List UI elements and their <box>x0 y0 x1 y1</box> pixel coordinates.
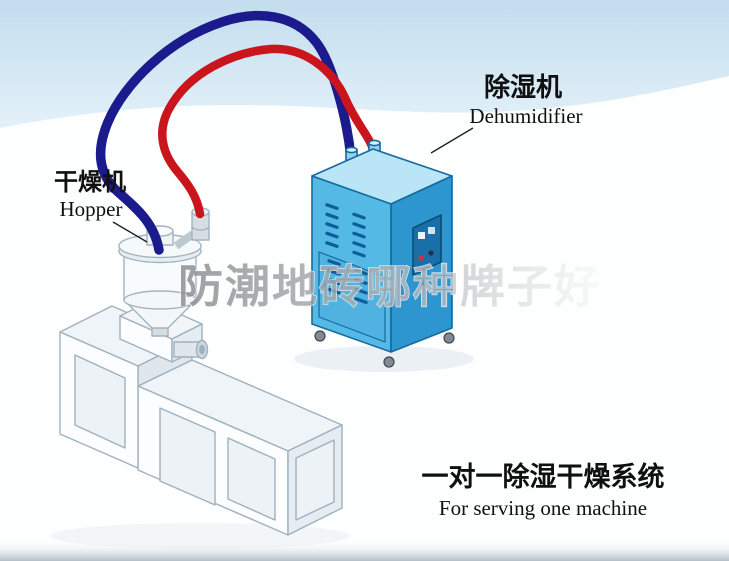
vent-slot <box>325 212 339 220</box>
vent-slot <box>352 241 366 248</box>
vent-slot <box>327 259 341 266</box>
watermark-text: 防潮地砖哪种牌子好 <box>178 261 601 312</box>
caption-en: For serving one machine <box>439 496 647 520</box>
vent-slot <box>325 222 339 229</box>
machine-door-panel <box>295 439 335 521</box>
dehumidifier-label-pointer-line <box>430 127 474 154</box>
filter-elbow-pipe <box>173 230 196 250</box>
vent-slot <box>352 222 366 229</box>
dryer-label-pointer-line <box>112 221 148 243</box>
return-air-pipe <box>158 44 379 219</box>
barrel-nozzle <box>199 344 205 355</box>
dehumidifier-shadow <box>294 346 474 372</box>
vent-slot <box>352 250 366 258</box>
return-pipe-fitting-top <box>368 139 381 147</box>
machine-door-panel <box>159 407 216 506</box>
control-button <box>418 255 424 261</box>
vent-slot <box>354 268 368 276</box>
vent-slot <box>325 231 339 239</box>
dehumidifier-label-en: Dehumidifier <box>469 104 582 128</box>
vent-slot <box>327 268 341 276</box>
machine-door-panel <box>74 354 126 449</box>
vent-slot <box>327 278 341 285</box>
dehumidifier <box>311 139 455 368</box>
caption-cn: 一对一除湿干燥系统 <box>422 461 665 492</box>
hopper-body-bottom <box>123 290 197 310</box>
vent-slot <box>352 212 366 220</box>
control-button <box>428 250 434 256</box>
dehumidifier-door-panel <box>318 251 386 343</box>
caster-wheel <box>443 332 455 344</box>
casters <box>314 330 455 368</box>
vent-slot <box>352 231 366 239</box>
caster-wheel <box>383 356 395 368</box>
display-window <box>428 227 435 234</box>
vent-slot <box>354 297 368 304</box>
vent-slot-group <box>325 203 368 304</box>
caster-wheel <box>314 330 326 342</box>
vent-slot <box>327 287 341 295</box>
dehumidifier-label-cn: 除湿机 <box>484 72 562 102</box>
machine-door-panel <box>227 437 276 521</box>
vent-slot <box>325 241 339 248</box>
vent-slot <box>354 287 368 295</box>
dryer-label-cn: 干燥机 <box>54 169 126 196</box>
dryer-label-en: Hopper <box>60 197 123 221</box>
vent-slot <box>325 203 339 210</box>
dry-air-supply-pipe <box>95 10 356 255</box>
injection-molding-machine <box>59 300 343 536</box>
filter-band <box>191 225 210 231</box>
vent-slot <box>354 278 368 285</box>
supply-pipe-fitting-top <box>345 146 358 154</box>
display-window <box>418 232 425 239</box>
